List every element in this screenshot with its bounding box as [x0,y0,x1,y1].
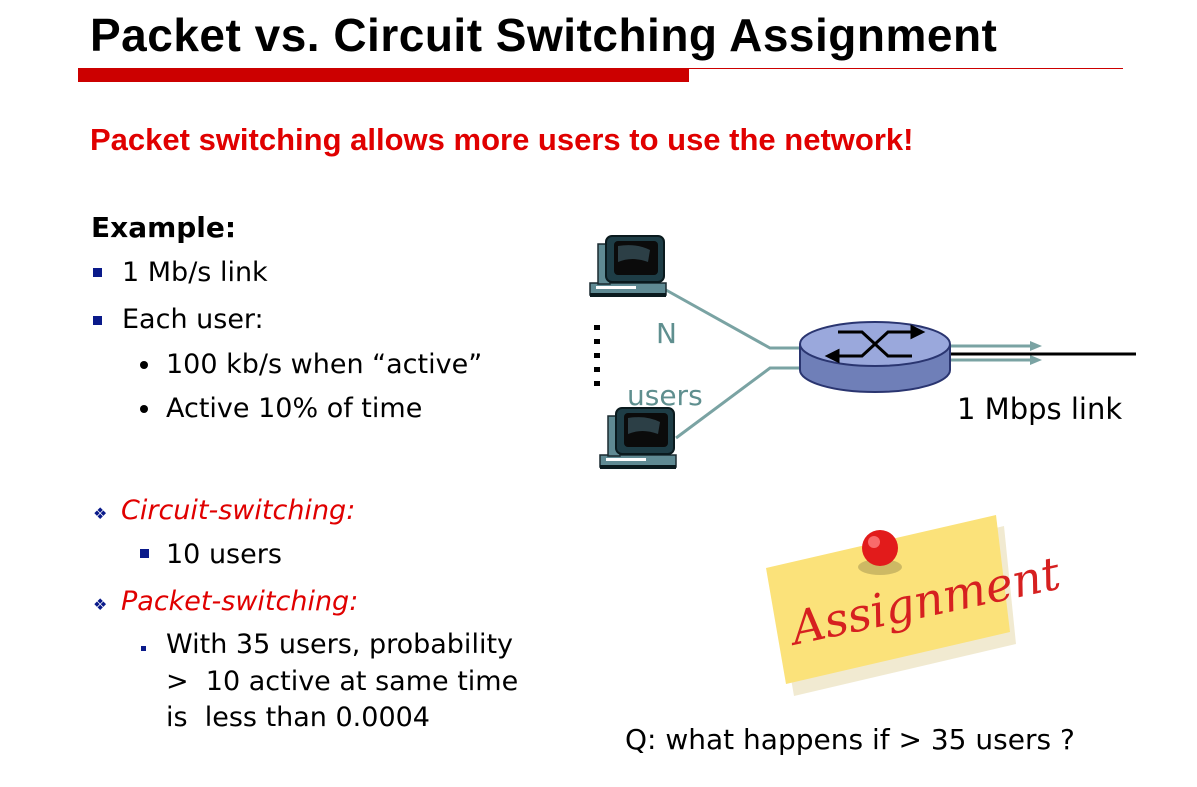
square-bullet [141,646,146,651]
users-label: users [627,379,703,412]
packet-switching-line-3: is less than 0.0004 [166,702,430,733]
circuit-switching-users: 10 users [166,539,282,570]
assignment-note [766,515,1016,696]
vertical-dots [594,325,600,386]
link-capacity-label: 1 Mbps link [957,392,1123,426]
example-bullet-link: 1 Mb/s link [122,257,268,288]
example-heading: Example: [91,211,237,244]
diamond-bullet-icon: ❖ [93,504,108,523]
dot-bullet [140,405,148,413]
sub-bullet-rate: 100 kb/s when “active” [166,349,483,380]
title-underline-thick [78,68,689,82]
user-links [665,288,800,440]
example-bullet-each-user: Each user: [122,304,264,335]
slide-title: Packet vs. Circuit Switching Assignment [90,9,998,61]
router-icon [799,321,951,393]
output-link [950,341,1136,365]
square-bullet [93,316,102,325]
sub-bullet-activity: Active 10% of time [166,393,423,424]
n-users-label: N [656,317,677,350]
packet-switching-line-2: > 10 active at same time [166,666,519,697]
slide-subtitle: Packet switching allows more users to us… [90,122,914,157]
square-bullet [140,549,149,558]
computer-icon [599,407,677,469]
packet-switching-line-1: With 35 users, probability [166,629,514,660]
dot-bullet [140,361,148,369]
computer-icon [589,235,667,297]
diamond-bullet-icon: ❖ [93,595,108,614]
square-bullet [93,268,102,277]
circuit-switching-label: Circuit-switching: [121,495,356,526]
question-text: Q: what happens if > 35 users ? [625,723,1075,756]
title-underline-thin [689,68,1123,69]
packet-switching-label: Packet-switching: [121,586,359,617]
